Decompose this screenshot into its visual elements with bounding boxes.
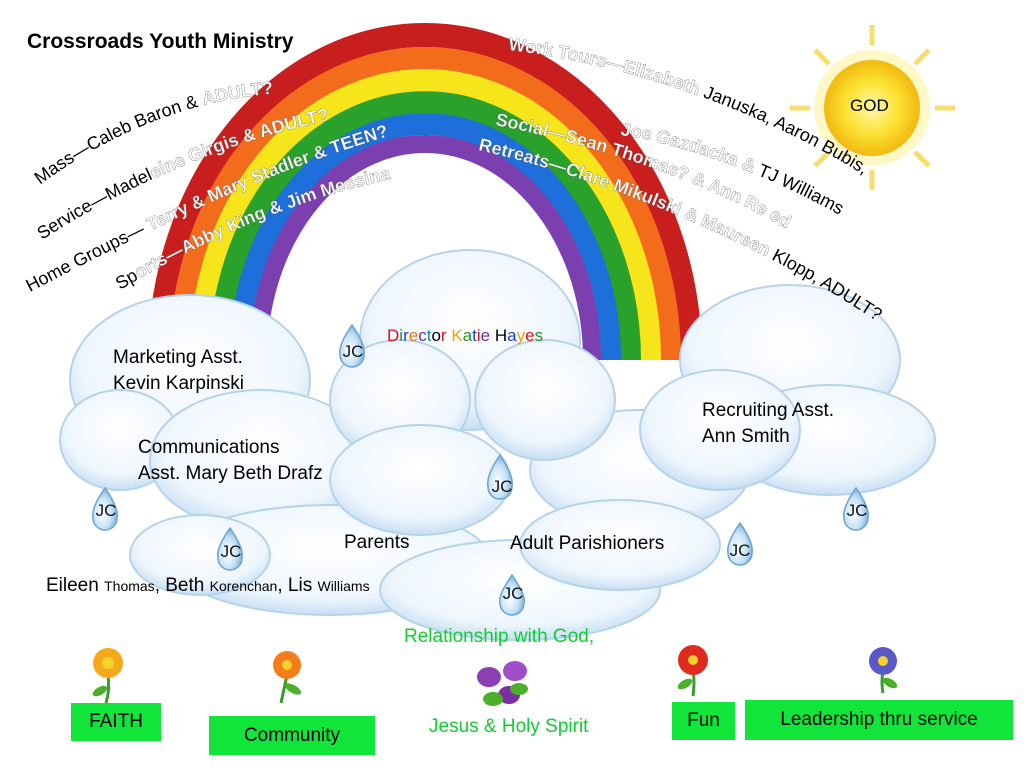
director-letter: H bbox=[494, 326, 508, 345]
rainbow bbox=[148, 23, 702, 361]
director-letter: c bbox=[418, 326, 427, 345]
director-letter: e bbox=[480, 326, 491, 345]
marketing-label: Marketing Asst. Kevin Karpinski bbox=[113, 345, 244, 396]
director-letter: i bbox=[399, 326, 404, 345]
director-letter: t bbox=[426, 326, 432, 345]
jesus-label: Jesus & Holy Spirit bbox=[429, 716, 589, 737]
recruiting-role: Recruiting Asst. bbox=[702, 400, 834, 421]
communications-label: Communications Asst. Mary Beth Drafz bbox=[138, 435, 323, 486]
communications-role: Communications bbox=[138, 437, 280, 458]
recruiting-name: Ann Smith bbox=[702, 425, 790, 447]
flower-icon bbox=[677, 645, 708, 697]
leadership-box: Leadership thru service bbox=[745, 700, 1013, 740]
sun bbox=[790, 25, 955, 190]
director-letter: r bbox=[440, 326, 447, 345]
director-letter: r bbox=[403, 326, 409, 345]
flower-icon bbox=[273, 651, 302, 704]
drop-label: JC bbox=[220, 542, 242, 561]
drop-label: JC bbox=[95, 501, 117, 520]
director-letter: a bbox=[462, 326, 473, 345]
parents-label: Parents bbox=[344, 532, 410, 553]
flower-icon bbox=[869, 647, 898, 694]
recruiting-label: Recruiting Asst. Ann Smith bbox=[702, 398, 834, 449]
director-letter: s bbox=[534, 326, 544, 345]
drop-label: JC bbox=[342, 342, 364, 361]
drops bbox=[92, 323, 869, 616]
director-letter: K bbox=[451, 326, 463, 345]
director-letter: D bbox=[387, 326, 400, 345]
director-letter: y bbox=[516, 326, 526, 345]
director-letter: a bbox=[507, 326, 517, 345]
flower-icon bbox=[92, 648, 123, 704]
parent-names: Eileen Thomas, Beth Korenchan, Lis Willi… bbox=[46, 575, 370, 596]
director-letter: o bbox=[431, 326, 441, 345]
faith-box: FAITH bbox=[71, 703, 161, 741]
drop-label: JC bbox=[846, 501, 868, 520]
adult-parishioners-label: Adult Parishioners bbox=[510, 533, 665, 554]
page-title: Crossroads Youth Ministry bbox=[27, 30, 294, 53]
marketing-role: Marketing Asst. bbox=[113, 347, 243, 368]
director-letter: t bbox=[472, 326, 477, 345]
sun-label: GOD bbox=[850, 96, 889, 115]
director-label: Director Katie Hayes bbox=[387, 326, 543, 346]
relationship-label: Relationship with God, bbox=[404, 626, 595, 647]
director-letter: e bbox=[525, 326, 535, 345]
drop-label: JC bbox=[491, 477, 513, 496]
director-letter: i bbox=[476, 326, 481, 345]
drop-label: JC bbox=[729, 541, 751, 560]
marketing-name: Kevin Karpinski bbox=[113, 372, 244, 394]
flower-icon bbox=[477, 661, 528, 706]
fun-box: Fun bbox=[672, 702, 735, 740]
community-box: Community bbox=[209, 716, 375, 755]
director-letter: e bbox=[408, 326, 419, 345]
drop-label: JC bbox=[502, 584, 524, 603]
communications-name: Asst. Mary Beth Drafz bbox=[138, 462, 323, 484]
